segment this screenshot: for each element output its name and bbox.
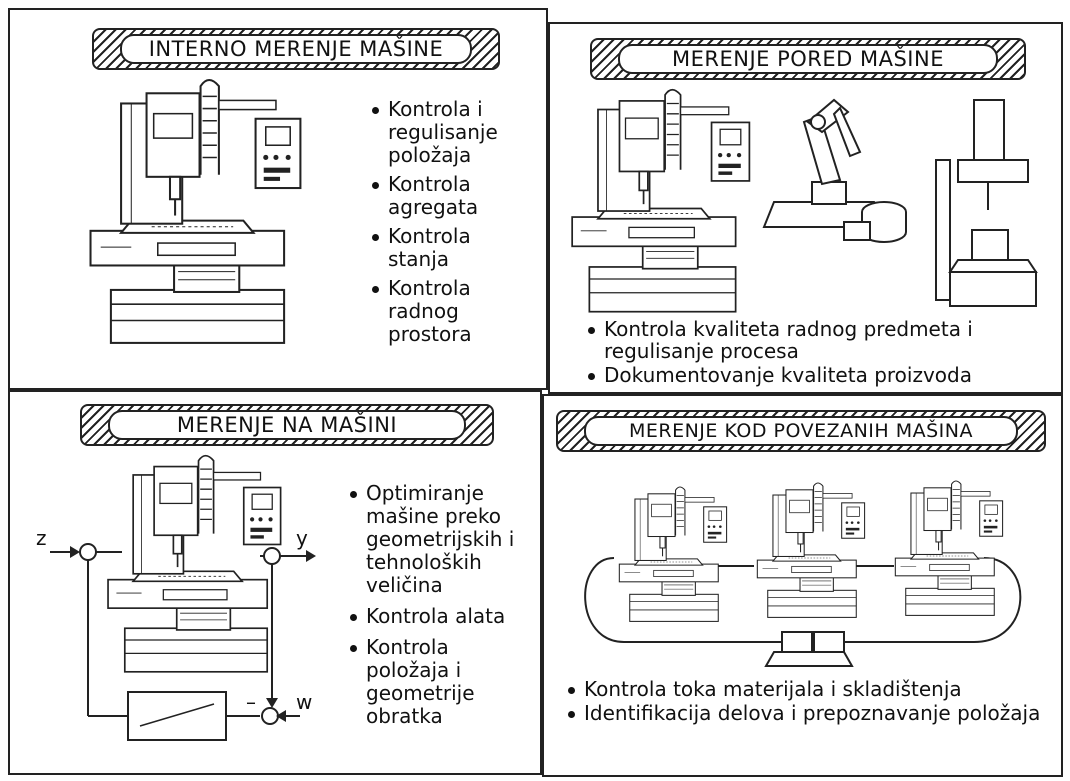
panel-title-banner: MERENJE NA MAŠINI (80, 404, 494, 446)
bullet-item: Optimiranje mašine preko geometrijskih i… (346, 482, 536, 597)
conveyor-loop-illustration (544, 396, 1065, 779)
minus-sign-label: – (246, 690, 256, 714)
bullet-item: Kontrola položaja i geometrije obratka (346, 636, 536, 728)
bullet-item: Kontrola stanja (368, 225, 538, 271)
panel-title: INTERNO MERENJE MAŠINE (120, 34, 472, 64)
bullet-dot (372, 107, 379, 114)
machine-tool-illustration (89, 79, 302, 344)
bullet-item: Kontrola agregata (368, 173, 538, 219)
bullet-dot (372, 234, 379, 241)
bullet-dot (372, 286, 379, 293)
bullet-item: Kontrola alata (346, 605, 536, 628)
y-output-label: y (296, 526, 308, 550)
panel-beside-machine: MERENJE PORED MAŠINE Kontrola kva (548, 22, 1063, 394)
bullet-item: Kontrola kvaliteta radnog predmeta i reg… (584, 318, 1054, 362)
bullet-dot (350, 491, 357, 498)
bullet-list: Kontrola kvaliteta radnog predmeta i reg… (584, 318, 1054, 388)
machine-tool-illustration (618, 486, 728, 622)
panel-title-banner: INTERNO MERENJE MAŠINE (92, 28, 500, 70)
panel-linked-machines: MERENJE KOD POVEZANIH MAŠINA Kontrola to… (542, 394, 1063, 777)
z-input-label: z (36, 526, 47, 550)
w-input-label: w (296, 690, 313, 714)
bullet-list: Kontrola i regulisanje položaja Kontrola… (368, 98, 538, 352)
bullet-dot (350, 614, 357, 621)
machine-tool-illustration (894, 480, 1004, 616)
panel-title: MERENJE KOD POVEZANIH MAŠINA (584, 416, 1018, 446)
bullet-dot (568, 711, 575, 718)
panel-internal-measurement: INTERNO MERENJE MAŠINE Kontrola i reguli… (8, 8, 548, 390)
bullet-dot (372, 182, 379, 189)
bullet-item: Kontrola radnog prostora (368, 277, 538, 346)
bullet-list: Kontrola toka materijala i skladištenja … (564, 678, 1054, 726)
panel-title-banner: MERENJE KOD POVEZANIH MAŠINA (556, 410, 1046, 452)
panel-title-banner: MERENJE PORED MAŠINE (590, 38, 1026, 80)
bullet-item: Identifikacija delova i prepoznavanje po… (564, 702, 1054, 724)
bullet-list: Optimiranje mašine preko geometrijskih i… (346, 482, 536, 736)
bullet-dot (588, 373, 595, 380)
bullet-item: Kontrola toka materijala i skladištenja (564, 678, 1054, 700)
panel-title: MERENJE NA MAŠINI (108, 410, 466, 440)
robot-arm-illustration (764, 92, 914, 252)
bullet-item: Dokumentovanje kvaliteta proizvoda (584, 364, 1054, 386)
bullet-dot (568, 687, 575, 694)
panel-on-machine: MERENJE NA MAŠINI (8, 390, 542, 775)
machine-tool-illustration (756, 482, 866, 618)
control-loop-diagram (10, 392, 316, 777)
bullet-dot (588, 327, 595, 334)
panel-title: MERENJE PORED MAŠINE (618, 44, 998, 74)
machine-tool-illustration (571, 88, 751, 313)
measuring-machine-illustration (928, 100, 1040, 310)
bullet-dot (350, 645, 357, 652)
bullet-item: Kontrola i regulisanje položaja (368, 98, 538, 167)
